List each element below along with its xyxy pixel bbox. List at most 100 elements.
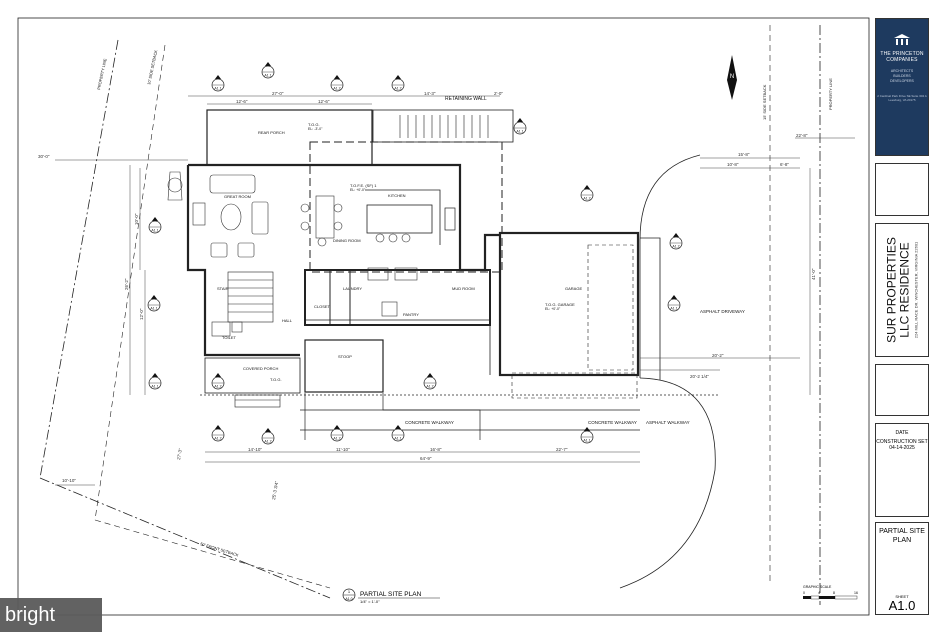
- title-block-blank-1: [875, 163, 929, 216]
- room-stoop: STOOP: [338, 354, 352, 359]
- dim-diag-2: 25'-3 3/4": [271, 480, 279, 500]
- section-marker: A1.2: [669, 233, 683, 250]
- section-marker: A1.1: [391, 425, 405, 442]
- title-block-blank-2: [875, 364, 929, 416]
- section-marker-arrow-icon: [671, 295, 677, 299]
- dim-side: 10'-10": [62, 478, 76, 483]
- section-marker-arrow-icon: [584, 427, 590, 431]
- section-marker-label: A1.1: [150, 307, 157, 311]
- property-line-right-label: PROPERTY LINE: [828, 78, 833, 110]
- scale-tick-8: 8: [833, 591, 835, 595]
- room-garage: GARAGE: [565, 286, 582, 291]
- section-marker-arrow-icon: [215, 75, 221, 79]
- tog-garage: T.O.G. GARAGE: [545, 302, 575, 307]
- section-marker-arrow-icon: [152, 373, 158, 377]
- firm-logo-panel: THE PRINCETON COMPANIES ARCHITECTS BUILD…: [875, 18, 929, 156]
- room-covered-porch: COVERED PORCH: [243, 366, 278, 371]
- furniture: [167, 171, 418, 337]
- graphic-scale-label: GRAPHIC SCALE: [803, 585, 832, 589]
- tofe-el: EL: +0'-0": [350, 188, 366, 192]
- dim-bottom-4: 22'-7": [556, 447, 568, 452]
- room-laundry: LAUNDRY: [343, 286, 362, 291]
- section-marker-arrow-icon: [151, 295, 157, 299]
- room-dining: DINING ROOM: [333, 238, 361, 243]
- front-setback-label: 50' FRONT SETBACK: [200, 541, 240, 558]
- plan-title: PARTIAL SITE PLAN: [360, 591, 422, 598]
- section-marker: A1.2: [211, 425, 225, 442]
- dim-top-far: 2'-0": [494, 91, 503, 96]
- tofe-label: T.O.F.E. (SF) 1: [350, 183, 377, 188]
- firm-services: ARCHITECTS BUILDERS DEVELOPERS: [876, 69, 928, 84]
- section-marker-arrow-icon: [427, 373, 433, 377]
- section-marker-label: A1.2: [214, 385, 221, 389]
- dim-right-2: 10'-8": [727, 162, 739, 167]
- tog-3: T.O.G.: [270, 377, 282, 382]
- room-pantry: PANTRY: [403, 312, 419, 317]
- section-marker-label: A1.2: [264, 440, 271, 444]
- dim-left-3: 12'-0": [139, 308, 144, 320]
- service-developers: DEVELOPERS: [890, 79, 914, 83]
- section-marker: A1.1: [211, 75, 225, 92]
- dim-bottom-3: 16'-8": [430, 447, 442, 452]
- section-marker-label: A1.2: [672, 245, 679, 249]
- section-marker-label: A1.1: [151, 385, 158, 389]
- section-marker: A1.2: [391, 75, 405, 92]
- section-marker: A1.1: [261, 62, 275, 79]
- room-closet: CLOSET: [314, 304, 331, 309]
- driveway-outline: [619, 154, 716, 589]
- service-builders: BUILDERS: [893, 74, 911, 78]
- section-marker: A1.1: [148, 217, 162, 234]
- section-marker: A1.1: [580, 427, 594, 444]
- section-marker-label: A1.1: [670, 307, 677, 311]
- retaining-wall-label: RETAINING WALL: [445, 96, 487, 102]
- section-marker-arrow-icon: [215, 373, 221, 377]
- section-marker: A1.1: [147, 295, 161, 312]
- side-setback-label: 10' SIDE SETBACK: [146, 49, 158, 85]
- section-marker: A1.2: [261, 428, 275, 445]
- section-marker: A1.2: [423, 373, 437, 390]
- section-marker-label: A1.1: [264, 74, 271, 78]
- dim-left-1: 26'-2": [124, 278, 129, 290]
- dim-bottom-1: 14'-10": [248, 447, 262, 452]
- service-architects: ARCHITECTS: [890, 69, 914, 73]
- property-line-left-label: PROPERTY LINE: [96, 58, 108, 91]
- date-value: CONSTRUCTION SET 04-14-2025: [876, 439, 928, 451]
- rear-setback-label: 15' SIDE SETBACK: [762, 84, 767, 120]
- tog-1: T.O.G.: [308, 122, 320, 127]
- dim-right-1: 15'-8": [738, 152, 750, 157]
- section-marker-label: A1.2: [333, 87, 340, 91]
- section-marker: A1.2: [330, 75, 344, 92]
- dimension-text: 27'-0" 12'-6" 12'-6" 14'-3" 2'-0" 64'-9"…: [38, 91, 816, 500]
- dim-bottom-2: 11'-10": [336, 447, 350, 452]
- room-kitchen: KITCHEN: [388, 193, 406, 198]
- concrete-walkway-1: CONCRETE WALKWAY: [405, 420, 454, 425]
- section-marker-arrow-icon: [152, 217, 158, 221]
- section-marker-label: A1.2: [333, 437, 340, 441]
- dim-garage-w2: 20'-2 1/4": [690, 374, 709, 379]
- section-marker-label: A1.1: [583, 439, 590, 443]
- dim-right-overall: 41'-0": [811, 268, 816, 280]
- dim-bottom-overall: 64'-9": [420, 456, 432, 461]
- north-arrow-label: N: [730, 74, 734, 80]
- house-walls: [186, 109, 640, 408]
- date-panel: DATE CONSTRUCTION SET 04-14-2025: [875, 423, 929, 517]
- asphalt-driveway-label: ASPHALT DRIVEWAY: [700, 309, 745, 314]
- section-marker-label: A1.2: [583, 197, 590, 201]
- scale-tick-4: 4: [818, 591, 820, 595]
- room-mud-room: MUD ROOM: [452, 286, 475, 291]
- section-marker-arrow-icon: [334, 75, 340, 79]
- tog-garage-el: EL: +0'-0": [545, 307, 561, 311]
- asphalt-walkway-label: ASPHALT WALKWAY: [646, 420, 690, 425]
- graphic-scale: GRAPHIC SCALE 0 4 8 16: [803, 585, 858, 600]
- section-marker-label: A1.2: [426, 385, 433, 389]
- concrete-walkway-2: CONCRETE WALKWAY: [588, 420, 637, 425]
- section-marker: A1.2: [330, 425, 344, 442]
- project-name: SUR PROPERTIES LLC RESIDENCE: [884, 237, 912, 343]
- room-rear-porch: REAR PORCH: [258, 130, 285, 135]
- section-marker: A1.1: [148, 373, 162, 390]
- sheet-title: PARTIAL SITE PLAN: [879, 528, 925, 544]
- dim-front: 30'-0": [38, 154, 50, 159]
- section-marker-label: A1.2: [214, 437, 221, 441]
- room-great-room: GREAT ROOM: [224, 194, 251, 199]
- section-marker-label: A1.1: [151, 229, 158, 233]
